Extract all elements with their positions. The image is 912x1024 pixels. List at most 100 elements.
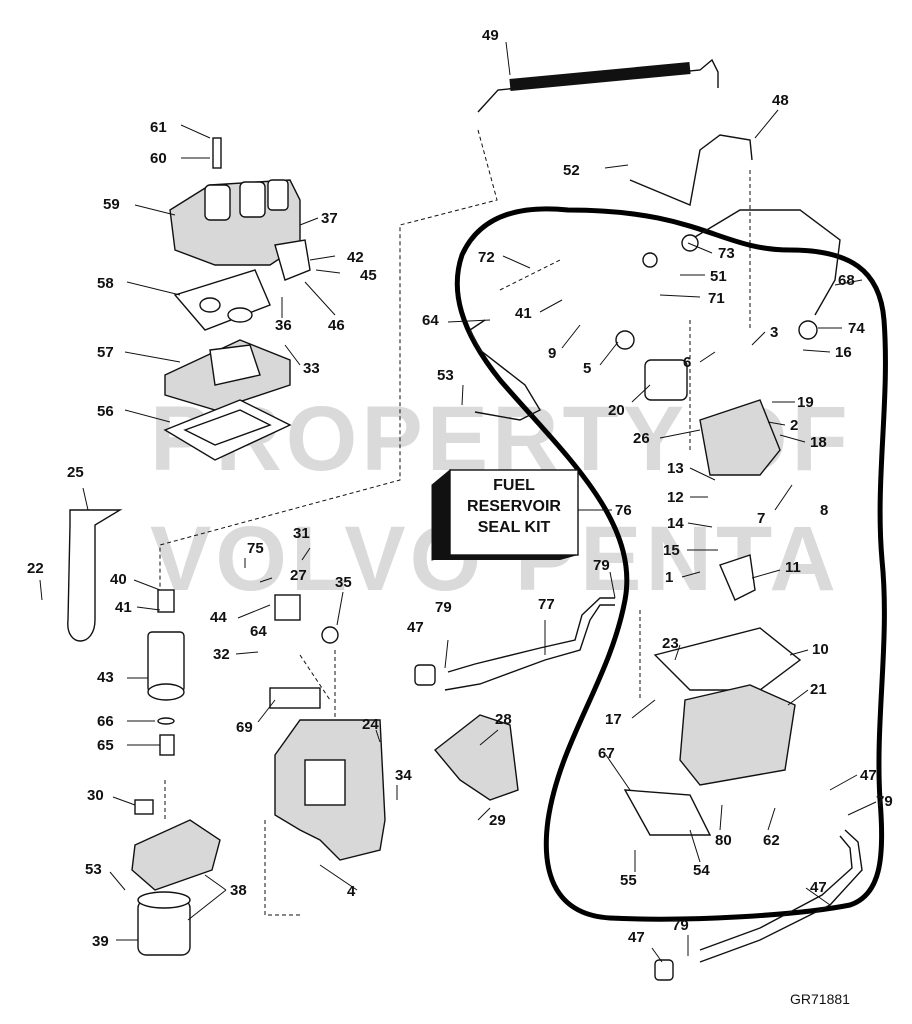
reference-code: GR71881 — [790, 991, 850, 1007]
callout-41-left: 41 — [115, 599, 132, 616]
callout-79-right: 79 — [876, 793, 893, 810]
callout-39: 39 — [92, 933, 109, 950]
callout-12: 12 — [667, 489, 684, 506]
callout-79-top: 79 — [593, 557, 610, 574]
kit-label-line-2: RESERVOIR — [467, 498, 561, 515]
kit-label-line-1: FUEL — [493, 477, 535, 494]
callout-23: 23 — [662, 635, 679, 652]
callout-8: 8 — [820, 502, 828, 519]
callout-numbers: 49 48 61 60 52 59 37 73 72 68 42 45 51 5… — [27, 27, 893, 950]
hoses — [444, 58, 863, 963]
callout-6: 6 — [683, 354, 691, 371]
callout-40: 40 — [110, 571, 127, 588]
callout-32: 32 — [213, 646, 230, 663]
callout-19: 19 — [797, 394, 814, 411]
callout-59: 57 — [97, 344, 114, 361]
callout-53: 53 — [437, 367, 454, 384]
callout-65: 64 — [422, 312, 439, 329]
callout-33: 33 — [303, 360, 320, 377]
callout-47-mid: 47 — [407, 619, 424, 636]
callout-21: 21 — [810, 681, 827, 698]
callout-27: 27 — [290, 567, 307, 584]
callout-77: 75 — [247, 540, 264, 557]
callout-66: 64 — [250, 623, 267, 640]
fuel-filter-assembly — [131, 799, 221, 956]
callout-69: 67 — [598, 745, 615, 762]
reservoir-group-outline — [454, 206, 888, 922]
bracket-25 — [67, 509, 123, 642]
callout-10: 10 — [812, 641, 829, 658]
callout-48: 47 — [810, 879, 827, 896]
callout-51: 49 — [482, 27, 499, 44]
callout-18: 18 — [810, 434, 827, 451]
callout-7: 7 — [757, 510, 765, 527]
callout-20: 20 — [608, 402, 625, 419]
kit-label-line-3: SEAL KIT — [478, 519, 551, 536]
callout-61: 59 — [103, 196, 120, 213]
callout-67: 65 — [97, 737, 114, 754]
leader-lines — [39, 41, 877, 963]
callout-11: 11 — [785, 559, 801, 576]
callout-5: 5 — [583, 360, 591, 377]
callout-36: 36 — [275, 317, 292, 334]
callout-64: 62 — [763, 832, 780, 849]
callout-4: 4 — [347, 883, 356, 900]
fuel-reservoir-parts — [269, 234, 818, 981]
callout-73: 72 — [478, 249, 495, 266]
callout-52: 51 — [710, 268, 727, 285]
callout-29: 29 — [489, 812, 506, 829]
callout-45: 45 — [360, 267, 377, 284]
callout-25: 25 — [67, 464, 84, 481]
callout-13: 13 — [667, 460, 684, 477]
callout-14: 14 — [667, 515, 684, 532]
callout-72: 71 — [708, 290, 725, 307]
callout-54: 52 — [563, 162, 580, 179]
callout-63: 61 — [150, 119, 167, 136]
callout-76: 76 — [615, 502, 632, 519]
callout-79-bottom: 79 — [672, 917, 689, 934]
callout-80: 80 — [715, 832, 732, 849]
callout-74: 73 — [718, 245, 735, 262]
callout-31: 31 — [293, 525, 310, 542]
callout-41-right: 41 — [515, 305, 532, 322]
callout-26: 26 — [633, 430, 650, 447]
callout-46: 46 — [328, 317, 345, 334]
callout-50: 48 — [772, 92, 789, 109]
callout-47-bottom: 47 — [628, 929, 645, 946]
callout-30: 30 — [87, 787, 104, 804]
bracket-28 — [433, 714, 519, 801]
callout-42: 42 — [347, 249, 364, 266]
callout-79-mid: 79 — [435, 599, 452, 616]
callout-28: 28 — [495, 711, 512, 728]
callout-70: 68 — [838, 272, 855, 289]
callout-62: 60 — [150, 150, 167, 167]
callout-2: 2 — [790, 417, 798, 434]
callout-58: 56 — [97, 403, 114, 420]
callout-49: 47 — [860, 767, 877, 784]
callout-15: 15 — [663, 542, 680, 559]
callout-75: 74 — [848, 320, 865, 337]
fuel-pump-assembly — [147, 589, 185, 756]
callout-57: 55 — [620, 872, 637, 889]
callout-16: 16 — [835, 344, 852, 361]
callout-60: 58 — [97, 275, 114, 292]
callout-34: 34 — [395, 767, 412, 784]
callout-37: 37 — [321, 210, 338, 227]
callout-35: 35 — [335, 574, 352, 591]
callout-56: 54 — [693, 862, 710, 879]
fuel-reservoir-seal-kit: FUEL RESERVOIR SEAL KIT 76 — [431, 468, 632, 561]
callout-71: 69 — [236, 719, 253, 736]
callout-1: 1 — [665, 569, 673, 586]
callout-44: 44 — [210, 609, 227, 626]
callout-9: 9 — [548, 345, 556, 362]
callout-43: 43 — [97, 669, 114, 686]
callout-78: 77 — [538, 596, 555, 613]
callout-55: 53 — [85, 861, 102, 878]
callout-38: 38 — [230, 882, 247, 899]
callout-24: 24 — [362, 716, 379, 733]
callout-68: 66 — [97, 713, 114, 730]
callout-17: 17 — [605, 711, 622, 728]
callout-22: 22 — [27, 560, 44, 577]
callout-3: 3 — [770, 324, 778, 341]
